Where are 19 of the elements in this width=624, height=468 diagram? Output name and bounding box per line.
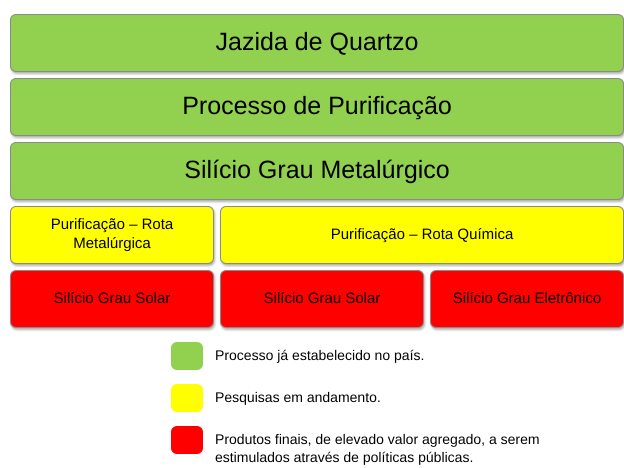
stage-box	[10, 270, 214, 328]
stage-box	[10, 206, 214, 264]
stage-box	[10, 142, 624, 200]
stage-box	[10, 14, 624, 72]
stage-box	[220, 206, 624, 264]
stage-label: Silício Grau Eletrônico	[452, 290, 602, 308]
stage-label: Purificação – Rota Metalúrgica	[50, 216, 174, 254]
stage-label: Jazida de Quartzo	[216, 27, 418, 58]
stage-label: Silício Grau Metalúrgico	[184, 155, 450, 186]
stage-box	[220, 270, 424, 328]
stage-label: Processo de Purificação	[182, 91, 452, 122]
legend-text: Pesquisas em andamento.	[215, 388, 382, 406]
stage-label: Purificação – Rota Química	[330, 226, 514, 244]
stage-label: Silício Grau Solar	[54, 290, 170, 308]
legend-text: Produtos finais, de elevado valor agregado, a serem estimulados através de políticas públicas.	[215, 430, 541, 466]
stage-box	[10, 78, 624, 136]
stage-label: Silício Grau Solar	[264, 290, 380, 308]
legend-text: Processo já estabelecido no país.	[215, 346, 426, 364]
stage-box	[430, 270, 624, 328]
